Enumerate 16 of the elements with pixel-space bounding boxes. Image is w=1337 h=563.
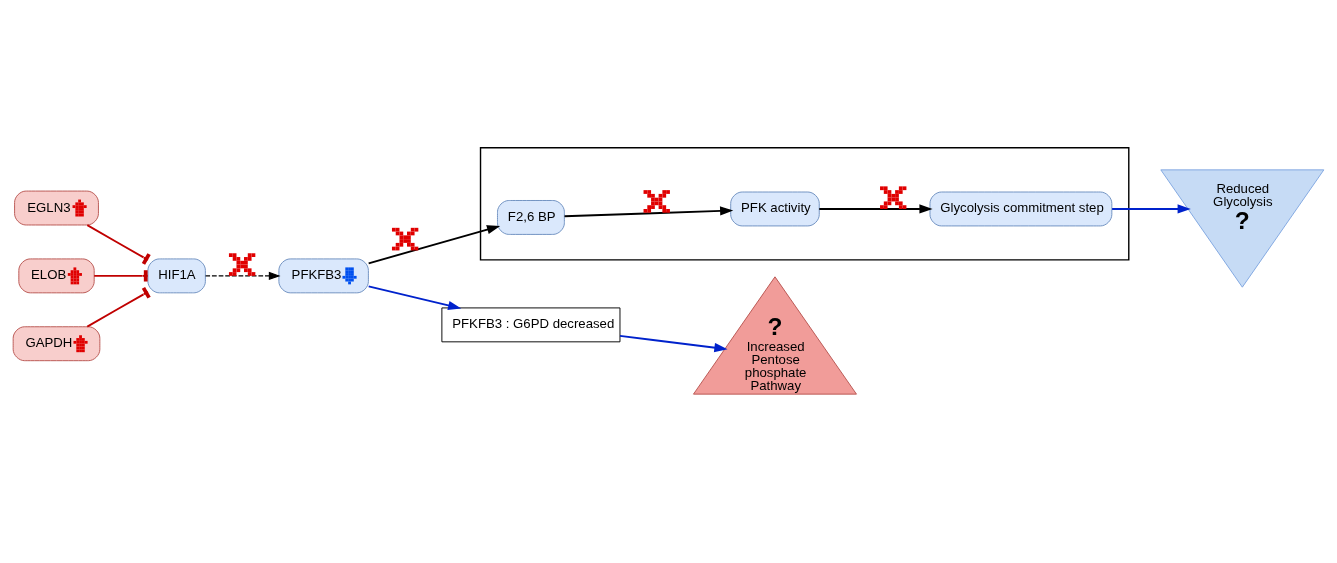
arrow bbox=[619, 334, 728, 352]
node-box: PFK activity bbox=[730, 191, 820, 226]
connector bbox=[93, 269, 149, 282]
node-box: F2,6 BP bbox=[497, 199, 565, 235]
arrow bbox=[367, 284, 462, 310]
node-box: PFKFB3 bbox=[278, 257, 369, 293]
cluster bbox=[479, 146, 1130, 261]
node-box: GAPDH bbox=[12, 325, 101, 361]
arrow bbox=[1111, 203, 1191, 214]
node-box: Glycolysis commitment step bbox=[929, 191, 1113, 226]
node-box: ELOB bbox=[18, 257, 95, 293]
node-box: PFKFB3 : G6PD decreased bbox=[441, 306, 621, 342]
node-box: HIF1A bbox=[147, 257, 206, 293]
connector bbox=[86, 223, 151, 265]
node-box: EGLN3 bbox=[14, 190, 99, 225]
connector bbox=[86, 286, 151, 328]
